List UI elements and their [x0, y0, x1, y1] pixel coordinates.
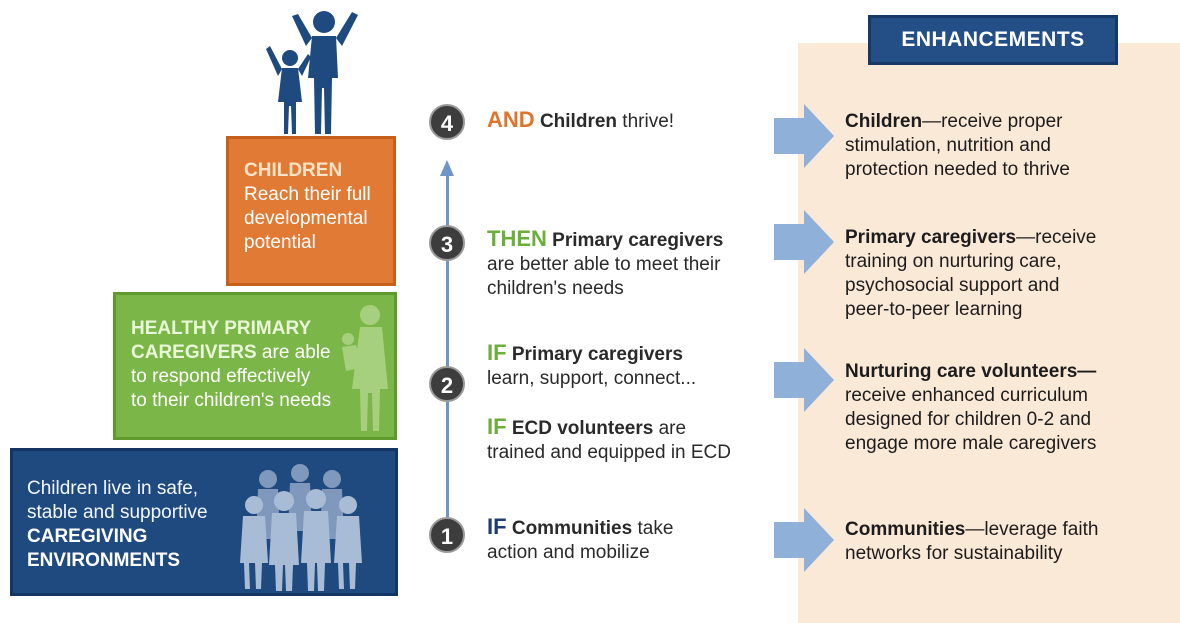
community-crowd-icon	[240, 464, 362, 591]
enhancement-volunteers: Nurturing care volunteers— receive enhan…	[845, 360, 1096, 456]
step-2b-line: trained and equipped in ECD	[487, 442, 732, 463]
children-block: CHILDREN Reach their full developmental …	[226, 136, 396, 286]
enh-volunteers-line: receive enhanced curriculum	[845, 385, 1088, 406]
environment-block: Children live in safe, stable and suppor…	[10, 448, 398, 596]
environment-line: Children live in safe,	[27, 478, 199, 499]
mother-child-icon	[342, 305, 388, 431]
step-1-rest: take	[632, 518, 674, 539]
enh-caregivers-line: psychosocial support and	[845, 275, 1060, 296]
caregivers-line: to their children's needs	[131, 390, 332, 411]
environment-block-text: Children live in safe, stable and suppor…	[27, 477, 257, 573]
enhancement-children: Children—receive proper stimulation, nut…	[845, 110, 1070, 182]
enhancements-panel	[798, 43, 1180, 623]
right-arrow-icon	[774, 210, 834, 274]
caregivers-line: to respond effectively	[131, 366, 311, 387]
enh-volunteers-rest: —	[1077, 361, 1097, 382]
step-3-keyword: THEN	[487, 226, 547, 251]
step-3-line: are better able to meet their	[487, 254, 721, 275]
enh-caregivers-rest: —receive	[1016, 227, 1097, 248]
step-2-number: 2	[429, 366, 465, 402]
enh-communities-rest: —leverage faith	[965, 519, 1099, 540]
step-1-line: action and mobilize	[487, 542, 650, 563]
step-2b-text: IF ECD volunteers are trained and equipp…	[487, 415, 731, 465]
step-4-keyword: AND	[487, 107, 535, 132]
right-arrow-icon	[774, 508, 834, 572]
step-4-bold: Children	[539, 111, 618, 132]
enh-volunteers-line: designed for children 0-2 and	[845, 409, 1092, 430]
step-1-keyword: IF	[487, 514, 507, 539]
caregivers-line-rest: are able	[256, 342, 331, 363]
step-2a-bold: Primary caregivers	[511, 344, 683, 365]
caregivers-block: HEALTHY PRIMARY CAREGIVERS are able to r…	[113, 292, 397, 440]
step-4-rest: thrive!	[617, 111, 675, 132]
children-title: CHILDREN	[244, 160, 343, 181]
right-arrow-icon	[774, 104, 834, 168]
enhancement-communities: Communities—leverage faith networks for …	[845, 518, 1098, 566]
enhancements-header: ENHANCEMENTS	[868, 15, 1118, 65]
children-line: developmental	[244, 208, 368, 229]
enh-caregivers-line: training on nurturing care,	[845, 251, 1062, 272]
step-2b-keyword: IF	[487, 414, 507, 439]
caregivers-title: HEALTHY PRIMARY	[131, 318, 312, 339]
children-line: Reach their full	[244, 184, 371, 205]
environment-emphasis: ENVIRONMENTS	[27, 550, 181, 571]
step-3-number: 3	[429, 225, 465, 261]
step-2b-bold: ECD volunteers	[511, 418, 654, 439]
children-line: potential	[244, 232, 316, 253]
caregivers-title-2: CAREGIVERS	[131, 342, 257, 363]
step-4-number: 4	[429, 104, 465, 140]
step-3-text: THEN Primary caregivers are better able …	[487, 227, 723, 301]
enhancement-caregivers: Primary caregivers—receive training on n…	[845, 226, 1096, 322]
caregivers-line: CAREGIVERS are able	[131, 341, 371, 365]
enh-children-bold: Children	[845, 111, 923, 132]
step-2a-line: learn, support, connect...	[487, 368, 697, 389]
children-block-text: CHILDREN Reach their full developmental …	[244, 159, 371, 255]
step-1-number: 1	[429, 517, 465, 553]
step-3-line: children's needs	[487, 278, 624, 299]
enh-caregivers-bold: Primary caregivers	[845, 227, 1017, 248]
step-2a-keyword: IF	[487, 340, 507, 365]
enh-children-line: protection needed to thrive	[845, 159, 1070, 180]
enh-communities-line: networks for sustainability	[845, 543, 1063, 564]
step-4-text: AND Children thrive!	[487, 108, 674, 134]
step-2b-rest: are	[653, 418, 687, 439]
enh-volunteers-bold: Nurturing care volunteers	[845, 361, 1078, 382]
enh-children-line: stimulation, nutrition and	[845, 135, 1051, 156]
progress-arrow-head	[440, 160, 454, 176]
right-arrow-icon	[774, 348, 834, 412]
step-1-text: IF Communities take action and mobilize	[487, 515, 673, 565]
parent-child-figures-icon	[266, 11, 358, 134]
environment-line: stable and supportive	[27, 502, 208, 523]
step-3-bold: Primary caregivers	[552, 230, 724, 251]
enh-children-rest: —receive proper	[922, 111, 1063, 132]
caregivers-block-text: HEALTHY PRIMARY CAREGIVERS are able to r…	[131, 317, 371, 413]
step-1-bold: Communities	[511, 518, 633, 539]
enh-communities-bold: Communities	[845, 519, 966, 540]
environment-emphasis: CAREGIVING	[27, 526, 148, 547]
progress-arrow-line	[446, 176, 449, 518]
enh-volunteers-line: engage more male caregivers	[845, 433, 1097, 454]
enh-caregivers-line: peer-to-peer learning	[845, 299, 1023, 320]
step-2a-text: IF Primary caregivers learn, support, co…	[487, 341, 696, 391]
